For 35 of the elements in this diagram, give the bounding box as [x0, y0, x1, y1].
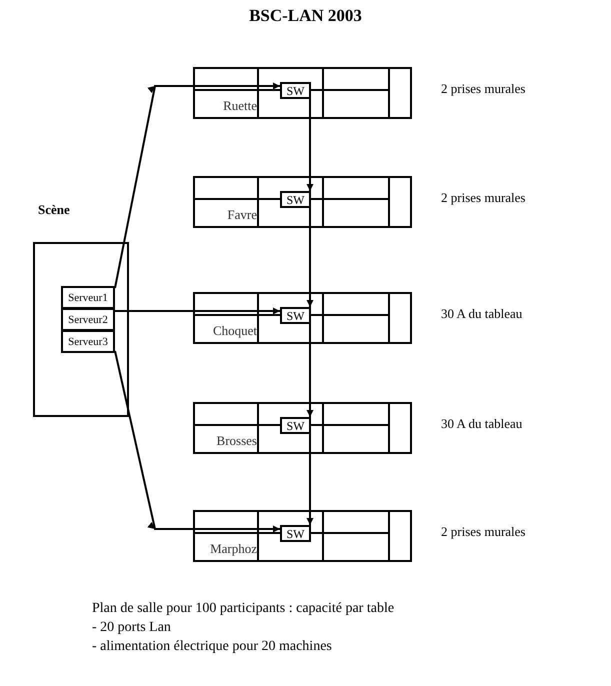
arrow	[114, 350, 280, 532]
power-note: 2 prises murales	[441, 190, 526, 206]
arrow	[306, 324, 314, 417]
switch-box: SW	[280, 82, 311, 99]
table-box	[193, 67, 412, 119]
note-text: - alimentation électrique pour 20 machines	[92, 639, 332, 655]
table-box	[193, 402, 412, 454]
arrow	[306, 208, 314, 307]
switch-box: SW	[280, 191, 311, 208]
diagram-title: BSC-LAN 2003	[249, 6, 362, 25]
power-note: 30 A du tableau	[441, 306, 522, 322]
arrow	[115, 308, 280, 314]
power-note: 30 A du tableau	[441, 416, 522, 432]
switch-box: SW	[280, 525, 311, 542]
table-name: Ruette	[223, 98, 257, 114]
table-box	[193, 176, 412, 228]
note-text: Plan de salle pour 100 participants : capacité par table	[92, 601, 394, 617]
switch-box: SW	[280, 307, 311, 324]
arrow	[114, 82, 280, 288]
table-name: Brosses	[216, 433, 257, 449]
power-note: 2 prises murales	[441, 81, 526, 97]
switch-box: SW	[280, 417, 311, 434]
table-name: Favre	[227, 207, 257, 223]
server-box: Serveur3	[61, 330, 115, 353]
note-text: - 20 ports Lan	[92, 620, 171, 636]
table-box	[193, 510, 412, 562]
table-name: Choquet	[212, 323, 257, 339]
table-name: Marphoz	[210, 541, 257, 557]
stage-label: Scène	[38, 202, 70, 218]
server-box: Serveur2	[61, 308, 115, 331]
server-box: Serveur1	[61, 286, 115, 309]
arrow	[306, 434, 314, 525]
arrow	[306, 99, 314, 191]
table-box	[193, 292, 412, 344]
power-note: 2 prises murales	[441, 524, 526, 540]
